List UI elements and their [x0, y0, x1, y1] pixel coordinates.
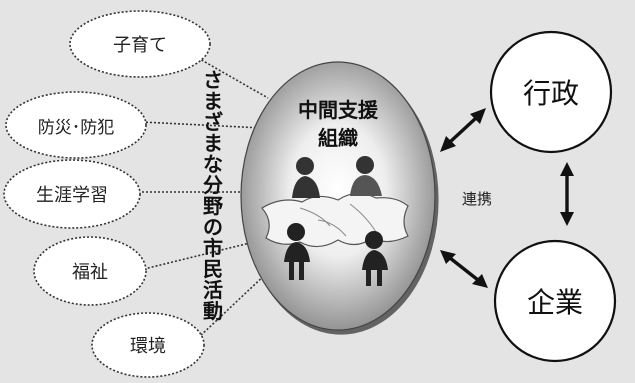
vertical-label-char: ま — [203, 89, 223, 113]
vertical-label-char: の — [203, 215, 223, 239]
person-icon — [292, 157, 320, 198]
arrowhead-icon — [470, 108, 486, 124]
partner-business-label: 企業 — [526, 286, 583, 319]
bubble-welfare — [33, 236, 147, 306]
person-icon — [362, 231, 388, 286]
people-map-illustration — [261, 156, 409, 286]
vertical-label-char: 分 — [203, 173, 223, 197]
bubble-childcare — [69, 10, 211, 78]
vertical-label-char: 動 — [203, 299, 223, 323]
activity-bubbles — [3, 10, 211, 378]
connector-welfare — [139, 239, 263, 271]
citizen-activities-vertical-label: さまざまな分野の市民活動 — [198, 70, 228, 322]
link-arrows — [440, 108, 574, 288]
vertical-label-char: ま — [203, 131, 223, 155]
arrowhead-icon — [440, 136, 456, 152]
partner-administration-label: 行政 — [522, 77, 579, 110]
bubble-learning — [3, 159, 141, 229]
bubble-environment — [91, 312, 205, 378]
arrowhead-icon — [472, 274, 488, 288]
activity-lifelong-learning: 生涯学習 — [36, 185, 108, 206]
person-icon — [350, 156, 382, 196]
activity-childcare: 子育て — [113, 35, 167, 56]
activity-disaster-crime-prevention: 防災･防犯 — [37, 117, 115, 138]
partner-business-circle — [493, 239, 617, 363]
link-label: 連携 — [462, 190, 493, 208]
arrowhead-icon — [560, 212, 574, 226]
vertical-label-char: さ — [203, 68, 223, 92]
vertical-label-char: 野 — [203, 194, 223, 218]
map-shape — [261, 192, 409, 248]
connector-environment — [197, 271, 269, 339]
center-title-line1: 中間支援 — [298, 98, 378, 122]
vertical-label-char: 市 — [203, 236, 223, 260]
activity-environment: 環境 — [130, 336, 166, 357]
connector-disaster — [141, 121, 263, 129]
person-icon — [284, 223, 310, 280]
vertical-label-char: 民 — [203, 257, 223, 281]
connector-childcare — [197, 57, 269, 99]
activity-welfare: 福祉 — [72, 262, 108, 283]
center-organization-title: 中間支援 組織 — [278, 96, 398, 152]
vertical-label-char: 活 — [203, 278, 223, 302]
center-title-line2: 組織 — [318, 126, 358, 150]
vertical-label-char: な — [203, 152, 223, 176]
activity-connectors — [138, 57, 269, 339]
arrowhead-icon — [440, 250, 456, 264]
partner-administration-circle — [489, 30, 613, 154]
bubble-disaster — [5, 91, 147, 159]
arrowhead-icon — [560, 162, 574, 176]
vertical-label-char: ざ — [203, 110, 223, 134]
